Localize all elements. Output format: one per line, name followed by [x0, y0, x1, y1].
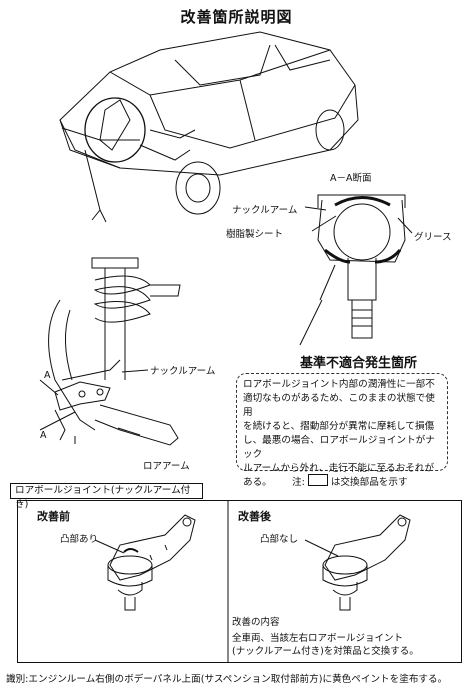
- section-mark-a-top: A: [44, 370, 51, 381]
- legend: 注: は交換部品を示す: [292, 474, 408, 488]
- before-heading: 改善前: [37, 510, 70, 523]
- knuckle-arm-mid-label: ナックルアーム: [150, 366, 216, 377]
- section-label: A－A断面: [330, 173, 372, 184]
- resin-sheet-label: 樹脂製シート: [226, 229, 284, 240]
- lower-arm-label: ロアアーム: [143, 461, 190, 472]
- section-mark-a-bottom: A: [40, 430, 47, 441]
- knuckle-arm-top-label: ナックルアーム: [232, 205, 298, 216]
- description-line: ルアームから外れ、走行不能に至るおそれが: [243, 463, 435, 474]
- improvement-heading: 改善の内容: [232, 617, 280, 628]
- component-label: ロアボールジョイント(ナックルアーム付き): [10, 483, 203, 510]
- description-line: ある。: [243, 477, 272, 488]
- improvement-line: 全車両、当該左右ロアボールジョイント: [232, 633, 404, 644]
- improvement-line: (ナックルアーム付き)を対策品と交換する。: [232, 646, 419, 657]
- description-line: を続けると、摺動部分が異常に摩耗して損傷: [243, 421, 435, 432]
- car-illustration: [59, 31, 359, 223]
- section-illustration: [299, 194, 413, 346]
- after-heading: 改善後: [238, 510, 271, 523]
- description-line: し、最悪の場合、ロアボールジョイントがナック: [243, 435, 435, 460]
- after-part-illustration: [304, 514, 411, 611]
- replacement-part-swatch: [307, 474, 328, 486]
- legend-text: は交換部品を示す: [330, 477, 408, 488]
- grease-label: グリース: [414, 232, 452, 243]
- defect-description: ロアボールジョイント内部の潤滑性に一部不 適切なものがあるため、このままの状態で…: [236, 373, 448, 488]
- before-part-label: 凸部あり: [60, 534, 99, 545]
- identification-note: 識別:エンジンルーム右側のボデーパネル上面(サスペンション取付部前方)に黄色ペイ…: [6, 674, 448, 685]
- defect-location-heading: 基準不適合発生箇所: [300, 356, 418, 371]
- comparison-frame: [17, 500, 462, 663]
- legend-prefix: 注:: [292, 477, 305, 488]
- description-line: ロアボールジョイント内部の潤滑性に一部不: [243, 379, 435, 390]
- suspension-illustration: [39, 257, 181, 446]
- page-title: 改善箇所説明図: [180, 8, 293, 26]
- before-part-illustration: [94, 514, 196, 611]
- after-part-label: 凸部なし: [260, 534, 299, 545]
- description-line: 適切なものがあるため、このままの状態で使用: [243, 393, 435, 418]
